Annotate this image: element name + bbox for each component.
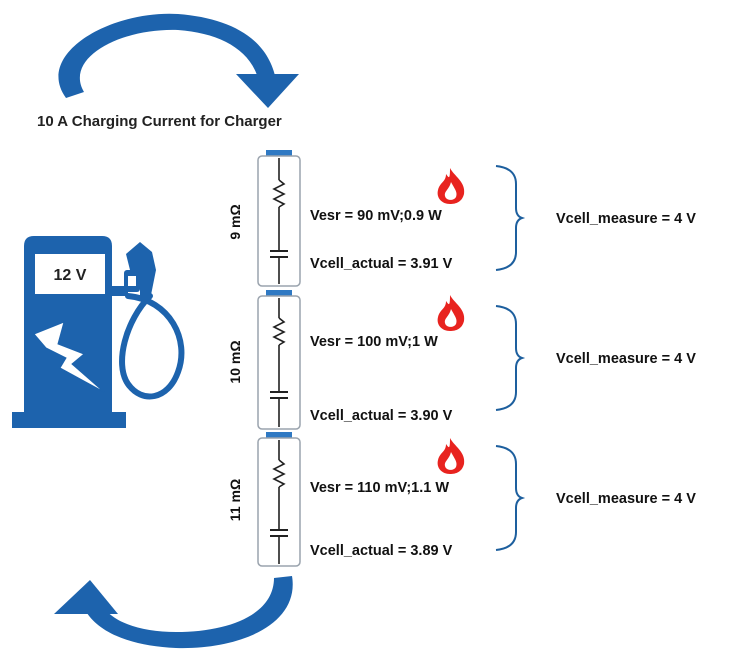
battery-cell-2 [257, 290, 301, 430]
cell-3-bracket-icon [495, 445, 526, 551]
cell-1-vcell-measure: Vcell_measure = 4 V [556, 211, 696, 227]
cell-2-vcell-actual: Vcell_actual = 3.90 V [310, 408, 453, 424]
lightning-bolt-icon [33, 321, 105, 393]
resistor-icon [272, 459, 286, 488]
cell-2-vesr: Vesr = 100 mV;1 W [310, 334, 438, 350]
cell-3-vcell-actual: Vcell_actual = 3.89 V [310, 543, 453, 559]
cell-1-bracket-icon [495, 165, 526, 271]
flame-icon [437, 438, 465, 474]
fuel-pump-icon: 12 V [12, 236, 185, 428]
pump-display [35, 254, 105, 294]
top-curved-arrow-icon [58, 13, 299, 108]
resistor-icon [272, 317, 286, 346]
flame-icon [437, 295, 465, 331]
battery-cell-1 [257, 150, 301, 287]
cell-3-vcell-measure: Vcell_measure = 4 V [556, 491, 696, 507]
resistor-icon [272, 179, 286, 208]
cell-3-resistance: 11 mΩ [227, 479, 243, 521]
cell-2-resistance: 10 mΩ [227, 340, 243, 383]
cell-1-vesr: Vesr = 90 mV;0.9 W [310, 208, 442, 224]
cell-1-resistance: 9 mΩ [227, 204, 243, 239]
charging-current-label: 10 A Charging Current for Charger [37, 113, 282, 130]
cell-2-bracket-icon [495, 305, 526, 411]
battery-cell-3 [257, 432, 301, 567]
cell-1-vcell-actual: Vcell_actual = 3.91 V [310, 256, 453, 272]
cell-3-vesr: Vesr = 110 mV;1.1 W [310, 480, 449, 496]
pump-voltage: 12 V [54, 267, 87, 284]
flame-icon [437, 168, 465, 204]
bottom-curved-arrow-icon [54, 576, 293, 649]
cell-2-vcell-measure: Vcell_measure = 4 V [556, 351, 696, 367]
